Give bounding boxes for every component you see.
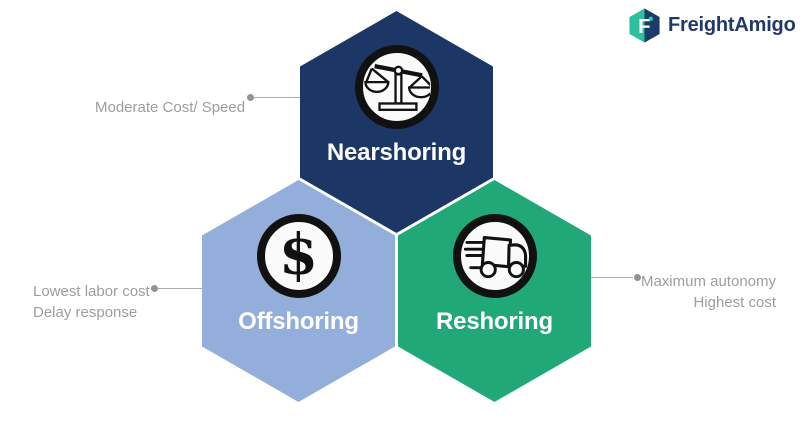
hexagon-label-reshoring: Reshoring <box>436 308 553 335</box>
hexagon-label-nearshoring: Nearshoring <box>326 139 467 166</box>
annotation-line: Lowest labor cost <box>33 283 150 300</box>
brand-logo: F FreightAmigo <box>628 8 796 43</box>
freightamigo-logo-icon: F <box>629 8 660 43</box>
annotation-line: Maximum autonomy <box>640 273 776 290</box>
delivery-truck-icon <box>452 214 537 298</box>
balance-scale-icon <box>354 45 439 129</box>
dollar-sign-icon: $ <box>256 214 341 298</box>
connector-dot <box>633 273 641 281</box>
connector-reshoring <box>591 273 641 281</box>
annotation-offshoring: Lowest labor cost Delay response <box>33 281 150 323</box>
connector-nearshoring <box>246 93 300 101</box>
annotation-line: Highest cost <box>693 294 776 311</box>
dollar-glyph: $ <box>279 221 318 288</box>
annotation-nearshoring: Moderate Cost/ Speed <box>95 97 245 118</box>
brand-logo-text: FreightAmigo <box>668 14 796 36</box>
connector-dot <box>246 93 254 101</box>
connector-offshoring <box>150 284 203 292</box>
annotation-line: Delay response <box>33 304 138 321</box>
connector-dot <box>150 284 158 292</box>
annotation-line: Moderate Cost/ Speed <box>95 99 246 116</box>
svg-text:F: F <box>638 16 650 38</box>
hexagon-label-offshoring: Offshoring <box>238 308 359 335</box>
annotation-reshoring: Maximum autonomy Highest cost <box>641 271 776 313</box>
